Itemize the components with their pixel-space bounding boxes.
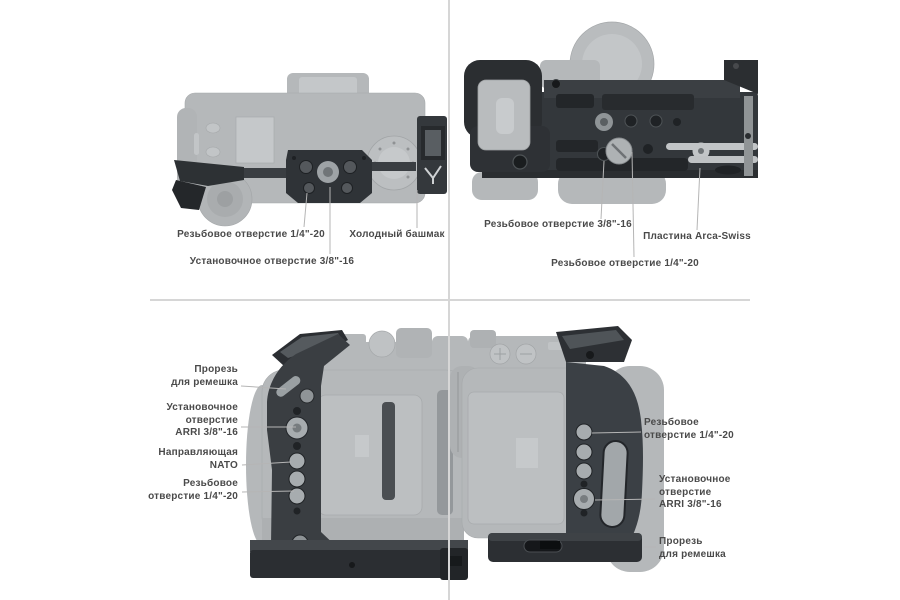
label-arca-swiss-plate: Пластина Arca-Swiss [643, 231, 751, 242]
label-line: ARRI 3/8"-16 [659, 499, 722, 510]
label-line: ARRI 3/8"-16 [175, 427, 238, 438]
label-line: Прорезь [659, 536, 703, 547]
arca-swiss-plate [666, 63, 758, 176]
leader-line [241, 490, 295, 493]
camera-right-side-view [450, 326, 664, 572]
label-line: Резьбовое [644, 417, 699, 428]
label-line: отверстие 1/4"-20 [148, 490, 238, 502]
leader-line [594, 498, 656, 501]
label-strap-slot: Прорезь для ремешка [659, 536, 779, 561]
label-arri-mount-hole: Установочное отверстие ARRI 3/8"-16 [659, 474, 779, 512]
divider-horizontal [150, 299, 750, 301]
label-cold-shoe: Холодный башмак [349, 229, 445, 240]
leader-line [591, 431, 642, 434]
label-line: Установочное [659, 474, 731, 485]
label-thread-hole-quarter-20: Резьбовое отверстие 1/4"-20 [118, 478, 238, 503]
label-line: Установочное [166, 402, 238, 413]
camera-left-side-view [246, 328, 469, 580]
label-line: для ремешка [659, 548, 726, 560]
leader-line [303, 192, 308, 228]
label-line: Направляющая [158, 447, 238, 458]
cage-bottom-plate [250, 550, 468, 578]
cold-shoe-bracket [417, 116, 447, 194]
camera-top-view [172, 73, 447, 227]
leader-line [696, 167, 701, 231]
leader-lines [240, 151, 701, 548]
label-line: отверстие [185, 414, 238, 426]
label-strap-slot: Прорезь для ремешка [118, 364, 238, 389]
label-nato-rail: Направляющая NATO [118, 447, 238, 472]
label-line: для ремешка [171, 376, 238, 388]
grip-cutout [599, 440, 629, 528]
leader-line [631, 151, 635, 258]
camera-bottom-view [464, 21, 758, 204]
label-mount-hole-three-eighths-16: Установочное отверстие 3/8"-16 [189, 256, 355, 267]
label-thread-hole-quarter-20: Резьбовое отверстие 1/4"-20 [644, 417, 764, 442]
label-line: отверстие 1/4"-20 [644, 429, 734, 441]
label-line: NATO [209, 459, 238, 471]
label-line: Прорезь [194, 364, 238, 375]
cage-base-plate [482, 92, 758, 178]
label-thread-hole-quarter-20: Резьбовое отверстие 1/4"-20 [177, 229, 325, 240]
label-arri-mount-hole: Установочное отверстие ARRI 3/8"-16 [118, 402, 238, 440]
label-thread-hole-three-eighths-16: Резьбовое отверстие 3/8"-16 [484, 219, 632, 230]
label-thread-hole-quarter-20: Резьбовое отверстие 1/4"-20 [551, 258, 699, 269]
label-line: отверстие [659, 486, 712, 498]
strap-slot [276, 376, 301, 397]
leader-line [241, 461, 292, 466]
leader-line [600, 160, 605, 220]
label-line: Резьбовое [183, 478, 238, 489]
cage-side-rail-nato [267, 334, 350, 578]
leader-line [240, 385, 287, 390]
